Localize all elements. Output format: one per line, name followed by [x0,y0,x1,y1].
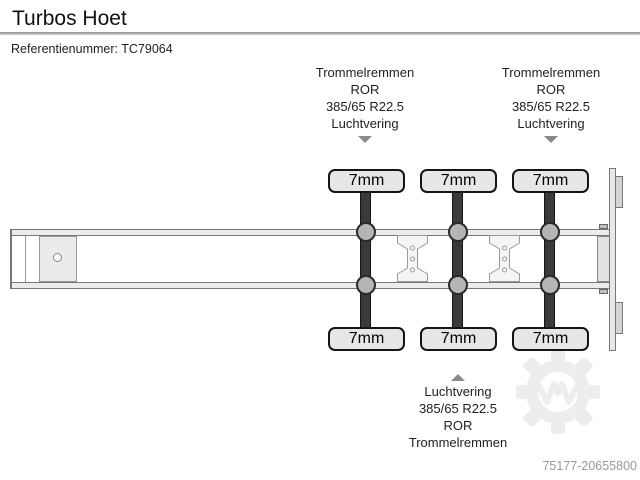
reference-number: Referentienummer: TC79064 [11,42,173,56]
axle-3-hub-top [540,222,560,242]
spec-line-brakes: Trommelremmen [501,65,601,80]
chassis-front-crossline [25,236,26,282]
rear-bumper-pad-top [615,176,623,208]
axle-2-bar [452,186,463,334]
spec-label-axle2: Luchtvering 385/65 R22.5 ROR Trommelremm… [373,374,543,451]
spec-label-axle1: Trommelremmen ROR 385/65 R22.5 Luchtveri… [280,64,450,143]
spec-line-brand: ROR [536,82,566,97]
spec-label-axle3: Trommelremmen ROR 385/65 R22.5 Luchtveri… [466,64,636,143]
tire-axle1-top: 7mm [328,169,405,193]
chassis-front-edge [10,229,12,289]
listing-id: 75177-20655800 [542,459,637,473]
reference-label: Referentienummer: [11,42,118,56]
spec-line-suspension: Luchtvering [424,384,492,399]
tire-axle2-bottom: 7mm [420,327,497,351]
tire-axle1-bottom: 7mm [328,327,405,351]
spec-line-brakes: Trommelremmen [315,65,415,80]
page-title: Turbos Hoet [12,7,127,30]
spec-line-brakes: Trommelremmen [408,435,508,450]
spec-line-suspension: Luchtvering [331,116,399,131]
arrow-down-icon [358,136,372,143]
spec-line-brand: ROR [443,418,473,433]
chassis-crossmember-1 [397,235,428,282]
spec-line-tyresize: 385/65 R22.5 [418,401,498,416]
rear-bracket-bottom [599,289,608,294]
spec-line-tyresize: 385/65 R22.5 [325,99,405,114]
axle-3-bar [544,186,555,334]
rear-bumper-bar [609,168,616,351]
axle-1-bar [360,186,371,334]
spec-line-suspension: Luchtvering [517,116,585,131]
tire-axle3-top: 7mm [512,169,589,193]
spec-line-tyresize: 385/65 R22.5 [511,99,591,114]
chassis-crossmember-2 [489,235,520,282]
axle-3-hub-bottom [540,275,560,295]
chassis-rail-bottom [10,282,613,289]
spec-line-brand: ROR [350,82,380,97]
chassis-rail-top [10,229,613,236]
gear-w-watermark-icon [516,350,600,434]
tire-axle3-bottom: 7mm [512,327,589,351]
axle-2-hub-bottom [448,275,468,295]
kingpin-plate [39,236,77,282]
tire-axle2-top: 7mm [420,169,497,193]
axle-2-hub-top [448,222,468,242]
axle-1-hub-top [356,222,376,242]
reference-value: TC79064 [121,42,173,56]
arrow-up-icon [451,374,465,381]
rear-bumper-pad-bottom [615,302,623,334]
axle-1-hub-bottom [356,275,376,295]
kingpin [53,253,62,262]
rear-bracket-top [599,224,608,229]
arrow-down-icon [544,136,558,143]
header-divider [0,32,640,35]
